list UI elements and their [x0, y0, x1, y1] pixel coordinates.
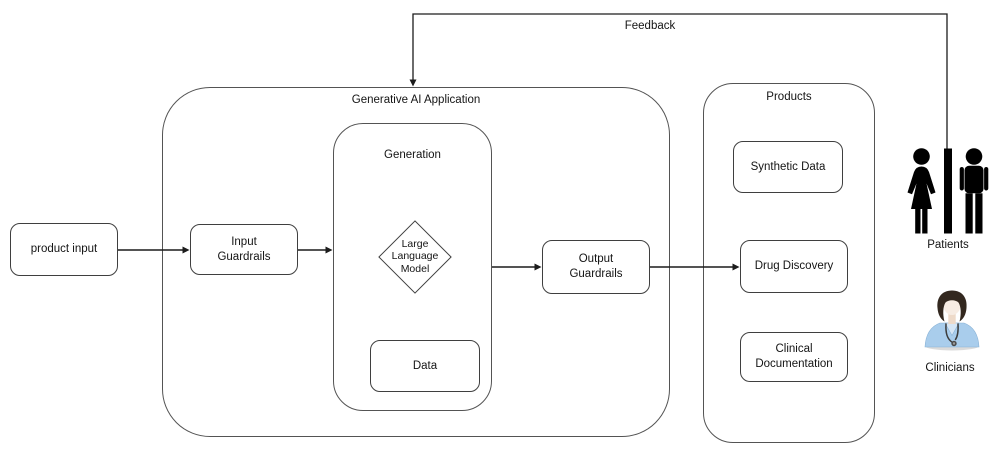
hair	[937, 290, 967, 322]
node-output-guardrails: Output Guardrails	[542, 240, 650, 294]
stethoscope-tube-right	[954, 323, 959, 341]
stethoscope-chestpiece-center	[952, 342, 956, 345]
container-label-products: Products	[766, 91, 812, 103]
container-label-generative-ai-application: Generative AI Application	[351, 94, 481, 106]
container-label-generation: Generation	[384, 149, 441, 161]
node-label-large-language-model: Large Language Model	[391, 238, 439, 275]
node-synthetic-data: Synthetic Data	[733, 141, 843, 193]
clinician-avatar-icon	[924, 290, 980, 351]
node-label-product-input: product input	[30, 243, 98, 256]
node-data: Data	[370, 340, 480, 392]
node-label-data: Data	[412, 359, 438, 372]
divider-bar	[944, 148, 952, 234]
node-clinical-documentation: Clinical Documentation	[740, 332, 848, 382]
node-label-drug-discovery: Drug Discovery	[754, 260, 834, 273]
neck	[948, 313, 956, 324]
feedback-label: Feedback	[624, 20, 676, 32]
stethoscope-tube-left	[945, 323, 954, 344]
node-drug-discovery: Drug Discovery	[740, 240, 848, 293]
patients-label: Patients	[927, 239, 969, 251]
node-label-output-guardrails: Output Guardrails	[569, 253, 623, 280]
woman-figure	[907, 148, 936, 234]
patients-icon	[907, 148, 989, 234]
node-label-synthetic-data: Synthetic Data	[750, 160, 826, 173]
node-label-clinical-documentation: Clinical Documentation	[755, 343, 833, 370]
node-product-input: product input	[10, 223, 118, 276]
node-input-guardrails: Input Guardrails	[190, 224, 298, 275]
man-figure	[959, 148, 989, 234]
node-label-input-guardrails: Input Guardrails	[217, 235, 271, 263]
clinicians-label: Clinicians	[925, 362, 975, 374]
